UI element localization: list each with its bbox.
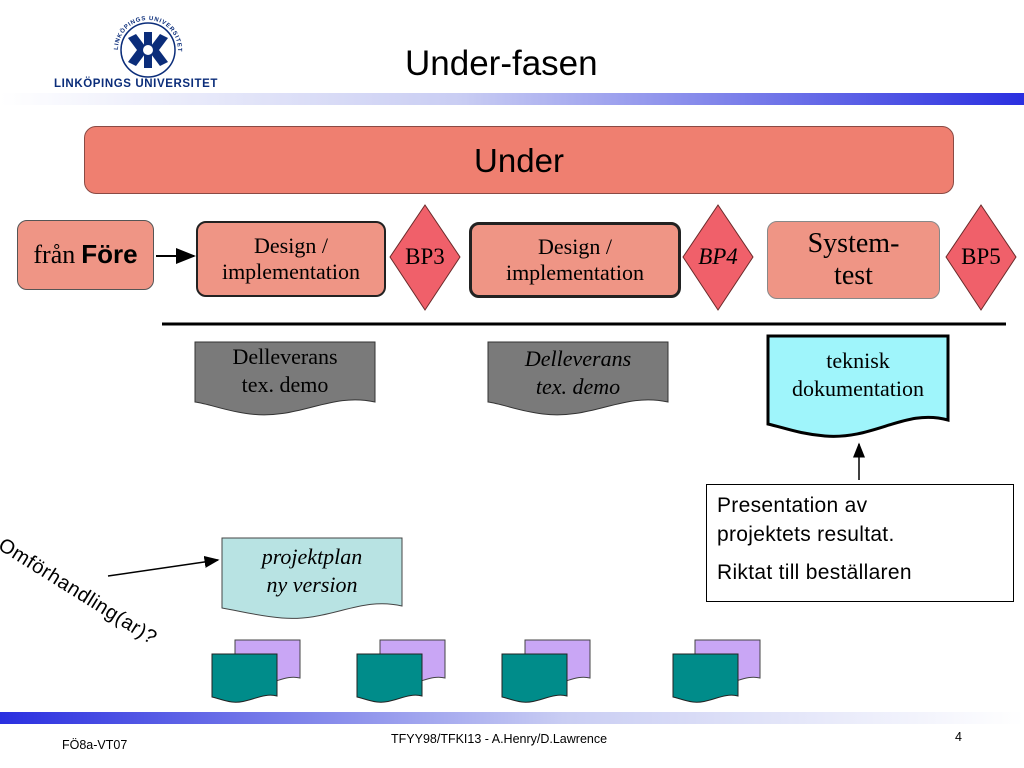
deliverable-doc-2 (487, 341, 669, 416)
small-doc-pair-2 (356, 639, 446, 703)
footer-course-code: FÖ8a-VT07 (62, 738, 128, 752)
deliverable-2-line1: Delleverans (524, 346, 632, 371)
small-doc-pair-1 (211, 639, 301, 703)
deliverable-doc-1 (194, 341, 376, 416)
logo-wordmark: LINKÖPINGS UNIVERSITET (54, 78, 218, 90)
checkpoint-diamond-bp3 (389, 204, 461, 311)
page-number: 4 (955, 730, 962, 744)
presentation-line1: Presentation av (717, 494, 868, 517)
step-design-1-line1: Design / (254, 232, 328, 258)
checkpoint-diamond-bp5 (945, 204, 1017, 311)
technical-doc (766, 334, 950, 438)
renegotiation-arrow (107, 556, 220, 577)
small-doc-pair-3 (501, 639, 591, 703)
footer-authors: TFYY98/TFKI13 - A.Henry/D.Lawrence (391, 732, 608, 746)
project-plan-line1: projektplan (261, 544, 363, 569)
deliverable-1-line1: Delleverans (232, 344, 338, 369)
phase-bar (84, 126, 954, 194)
checkpoint-label-bp3: BP3 (405, 244, 445, 269)
checkpoint-label-bp4: BP4 (698, 244, 738, 269)
presentation-line2: projektets resultat. (717, 523, 895, 547)
step-system-test: System-test (767, 221, 940, 299)
small-doc-pair-4 (672, 639, 761, 703)
step-design-2-line1: Design / (538, 233, 612, 259)
university-logo: LINKÖPINGS UNIVERSITET (114, 16, 181, 78)
presentation-box: Presentation av projektets resultat. Rik… (706, 484, 1014, 602)
deliverable-1-line2: tex. demo (241, 371, 329, 397)
slide-title: Under-fasen (405, 44, 598, 83)
presentation-line3: Riktat till beställaren (717, 560, 912, 584)
step-system-test-line2: test (834, 260, 873, 291)
technical-doc-line1: teknisk (826, 348, 890, 373)
deliverable-2-line2: tex. demo (535, 373, 621, 399)
step-design-2-line2: implementation (505, 260, 645, 285)
header-gradient-bar (0, 93, 1024, 105)
step-design-2: Design /implementation (469, 222, 681, 298)
project-plan-doc (221, 537, 403, 619)
step-design-1: Design /implementation (196, 221, 386, 297)
technical-doc-line2: dokumentation (792, 375, 924, 401)
phase-bar-label: Under (474, 142, 564, 179)
footer-gradient-bar (0, 712, 1024, 724)
checkpoint-diamond-bp4 (682, 204, 754, 311)
step-design-1-line2: implementation (221, 259, 361, 284)
checkpoint-label-bp5: BP5 (961, 244, 1001, 269)
project-plan-line2: ny version (266, 571, 358, 597)
start-bold: Före (81, 239, 138, 270)
start-prefix: från (33, 240, 76, 270)
step-system-test-line1: System- (807, 227, 900, 259)
